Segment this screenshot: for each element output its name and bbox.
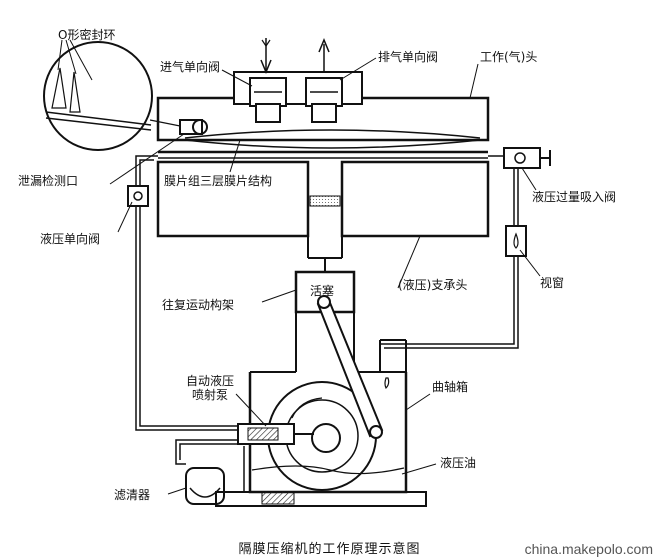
auto-injection-pump-label-line2: 喷射泵 xyxy=(191,388,228,402)
sight-glass-label: 视窗 xyxy=(540,276,565,290)
leak-detection-port-label: 泄漏检测口 xyxy=(18,174,79,188)
piston-label: 活塞 xyxy=(310,284,335,298)
leader-lines xyxy=(109,57,541,495)
o-ring-detail-circle xyxy=(43,39,191,151)
filter xyxy=(185,467,295,505)
hydraulic-overflow-valve-label: 液压过量吸入阀 xyxy=(532,190,617,204)
cylinder-head-label: 工作(气)头 xyxy=(480,50,538,64)
cylinder-head xyxy=(156,71,490,142)
auto-injection-pump-label-line1: 自动液压 xyxy=(185,374,234,388)
oil-piping xyxy=(135,155,519,493)
sight-glass xyxy=(505,225,527,257)
hydraulic-oil-label: 液压油 xyxy=(440,456,477,470)
connecting-rod xyxy=(316,295,384,439)
hydraulic-check-valve xyxy=(127,185,149,207)
watermark: china.makepolo.com xyxy=(524,541,653,557)
auto-injection-pump-label: 自动液压 喷射泵 xyxy=(178,374,242,402)
filter-label: 滤清器 xyxy=(114,488,151,502)
inlet-arrow xyxy=(260,38,272,74)
leak-detection-port xyxy=(179,119,208,135)
inlet-check-valve-label: 进气单向阀 xyxy=(160,60,221,74)
o-ring-label: O形密封环 xyxy=(58,28,116,42)
reciprocating-frame-label: 往复运动构架 xyxy=(162,298,235,312)
hydraulic-check-valve-label: 液压单向阀 xyxy=(40,232,101,246)
injection-pump xyxy=(237,423,314,445)
crankcase-label: 曲轴箱 xyxy=(432,380,469,394)
hydraulic-overflow-valve xyxy=(503,147,551,169)
exhaust-arrow xyxy=(318,38,330,72)
oil-level xyxy=(251,377,405,475)
hydraulic-support-head-label: (液压)支承头 xyxy=(398,278,468,292)
membrane-group-label: 膜片组三层膜片结构 xyxy=(164,174,273,188)
diagram-caption: 隔膜压缩机的工作原理示意图 xyxy=(238,542,421,557)
membrane-cavity xyxy=(158,129,488,159)
exhaust-check-valve-label: 排气单向阀 xyxy=(378,50,439,64)
